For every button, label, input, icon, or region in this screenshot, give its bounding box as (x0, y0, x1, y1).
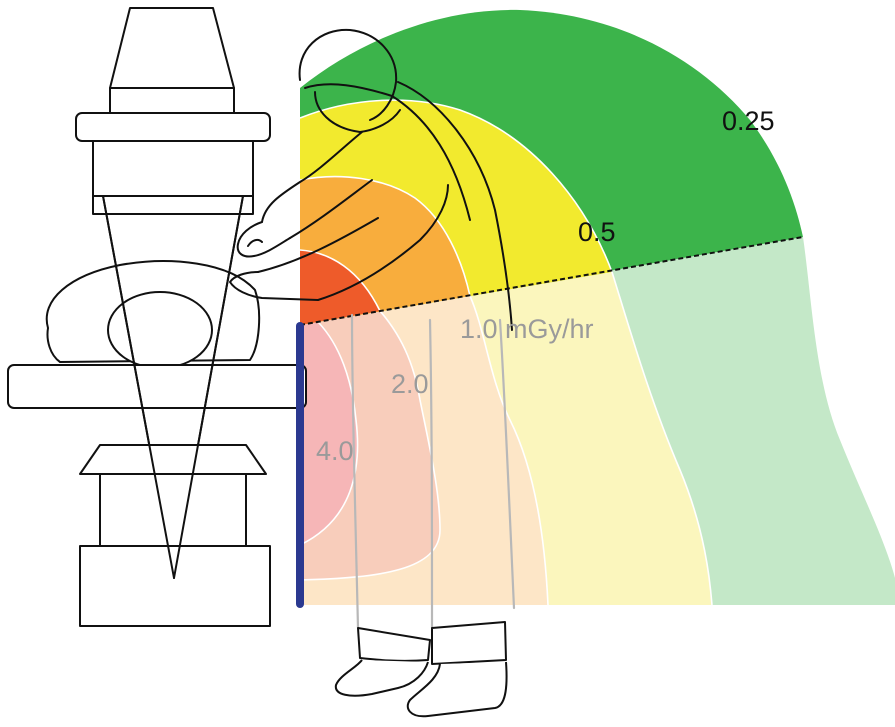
operator-icon (229, 28, 516, 630)
isodose-zones-upper (300, 9, 803, 325)
isodose-label-40: 4.0 (316, 436, 354, 466)
isodose-boundaries (299, 99, 713, 606)
x-ray-tube-icon (75, 7, 271, 215)
isodose-label-20: 2.0 (391, 369, 429, 399)
table-icon (7, 364, 307, 409)
operator-feet (334, 621, 508, 718)
zone-40-lower (300, 322, 358, 545)
patient-icon (45, 260, 261, 369)
isodose-label-10: 1.0 mGy/hr (460, 314, 594, 344)
zone-20-upper (300, 250, 380, 325)
isodose-label-025: 0.25 (722, 106, 775, 136)
image-intensifier-icon (79, 195, 271, 627)
shield-shadow-boundary (299, 236, 804, 326)
isodose-label-05: 0.5 (578, 217, 616, 247)
isodose-zones-lower (300, 237, 895, 605)
